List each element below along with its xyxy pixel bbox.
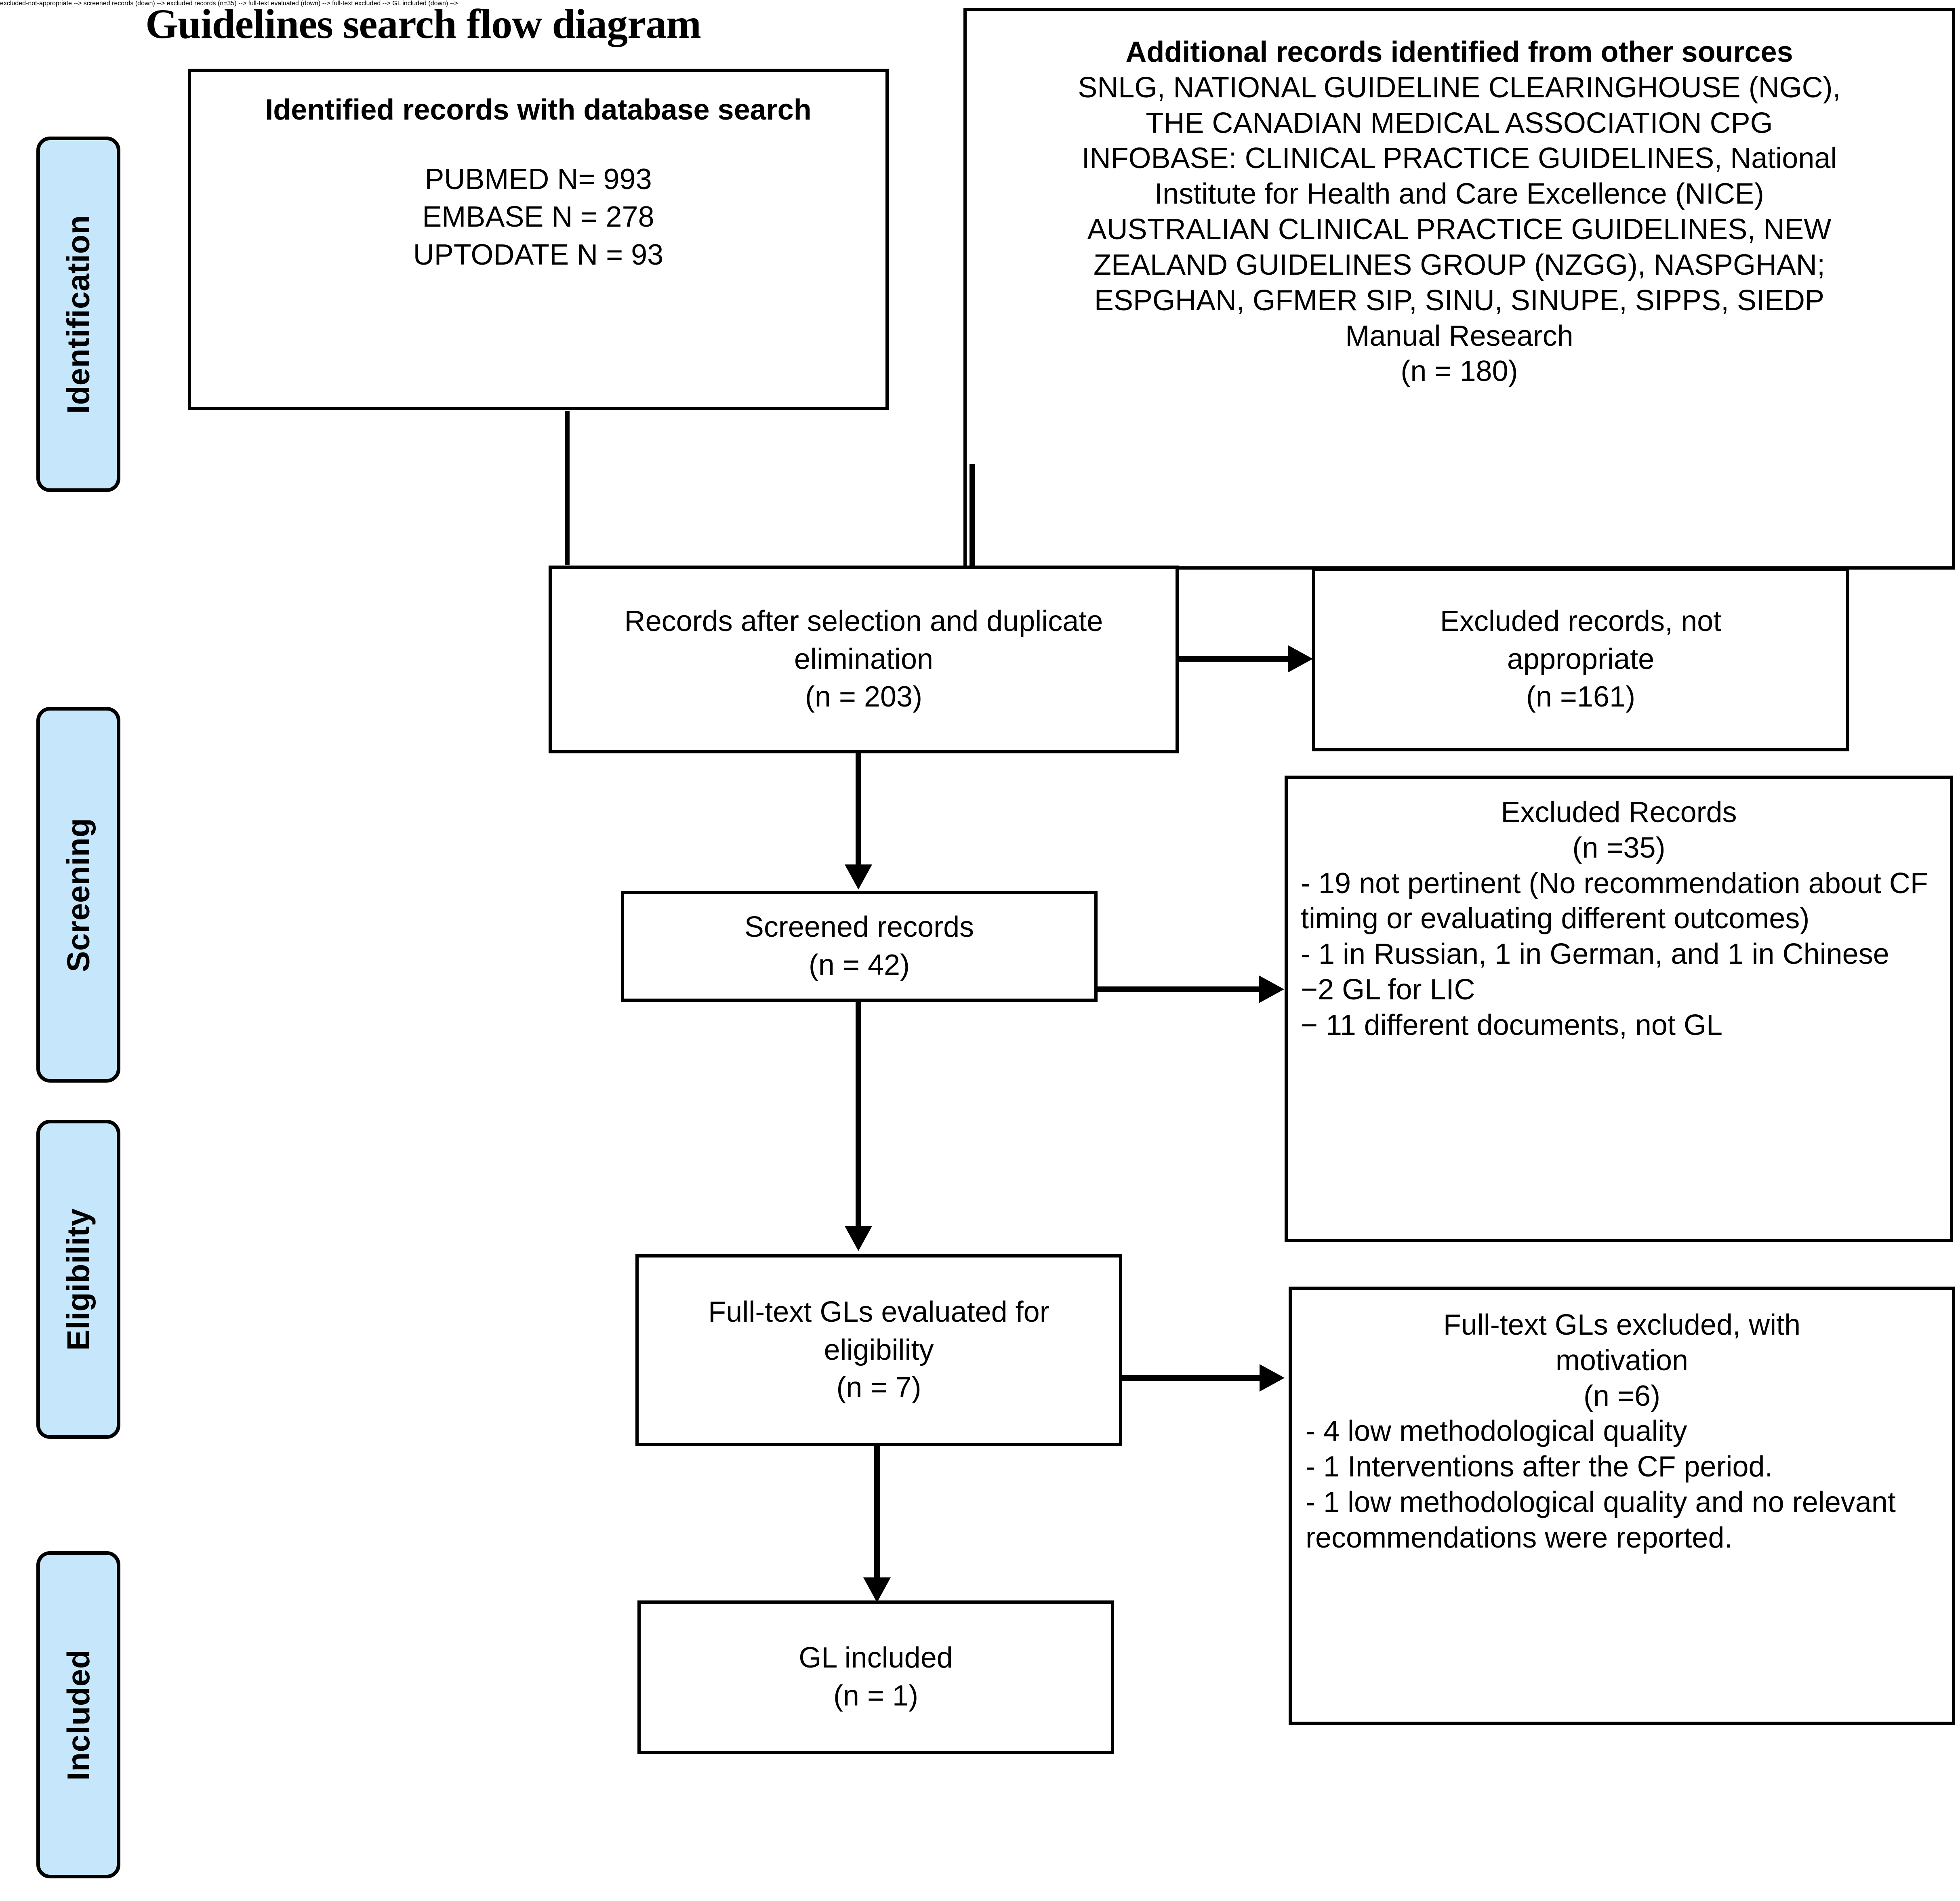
- fulltext-excluded-heading-2: motivation: [1555, 1344, 1689, 1377]
- box-additional-records: Additional records identified from other…: [963, 8, 1955, 570]
- fulltext-evaluated-line-3: (n = 7): [836, 1371, 921, 1404]
- fulltext-evaluated-line-1: Full-text GLs evaluated for: [708, 1296, 1049, 1329]
- box-identified-records: Identified records with database search …: [188, 69, 889, 410]
- screened-records-line-1: Screened records: [744, 911, 974, 943]
- additional-records-line-4: Institute for Health and Care Excellence…: [1155, 178, 1764, 210]
- records-after-selection-line-3: (n = 203): [805, 681, 923, 713]
- identified-records-heading: Identified records with database search: [265, 94, 812, 126]
- additional-records-heading: Additional records identified from other…: [1125, 36, 1793, 68]
- connector-screened-to-excluded35: [1098, 986, 1259, 992]
- gl-included-line-2: (n = 1): [833, 1680, 919, 1712]
- fulltext-excluded-heading-3: (n =6): [1583, 1379, 1661, 1412]
- box-fulltext-evaluated: Full-text GLs evaluated for eligibility …: [635, 1254, 1122, 1446]
- stage-label-included: Included: [60, 1649, 96, 1781]
- additional-records-line-1: SNLG, NATIONAL GUIDELINE CLEARINGHOUSE (…: [1078, 71, 1841, 104]
- excluded-records-35-bullet-4: − 11 different documents, not GL: [1301, 1009, 1722, 1041]
- arrowhead-screened-to-fulltext: [845, 1226, 872, 1251]
- arrowhead-fulltext-to-excluded6: [1260, 1364, 1285, 1392]
- fulltext-excluded-bullet-3: - 1 low methodological quality and no re…: [1306, 1486, 1896, 1554]
- excluded-records-35-bullet-1: - 19 not pertinent (No recommendation ab…: [1301, 867, 1928, 935]
- box-excluded-records-35: Excluded Records (n =35) - 19 not pertin…: [1285, 776, 1953, 1242]
- arrowhead-selection-to-screened: [845, 864, 872, 890]
- stage-tab-screening[interactable]: Screening: [36, 707, 120, 1083]
- arrowhead-selection-to-excluded161: [1288, 645, 1313, 673]
- box-records-after-selection: Records after selection and duplicate el…: [549, 566, 1179, 753]
- gl-included-line-1: GL included: [799, 1642, 953, 1674]
- additional-records-line-8: Manual Research: [1345, 320, 1573, 352]
- records-after-selection-line-2: elimination: [794, 643, 934, 675]
- excluded-records-35-heading-1: Excluded Records: [1501, 796, 1737, 829]
- box-screened-records: Screened records (n = 42): [621, 891, 1098, 1002]
- connector-screened-to-fulltext: [856, 1002, 861, 1228]
- stage-tab-included[interactable]: Included: [36, 1551, 120, 1878]
- excluded-records-35-bullet-3: −2 GL for LIC: [1301, 974, 1475, 1006]
- fulltext-excluded-bullet-2: - 1 Interventions after the CF period.: [1306, 1451, 1773, 1483]
- excluded-not-appropriate-line-3: (n =161): [1526, 681, 1636, 713]
- connector-additional-to-selection-stem: [969, 464, 975, 570]
- additional-records-line-3: INFOBASE: CLINICAL PRACTICE GUIDELINES, …: [1081, 142, 1837, 175]
- connector-fulltext-to-excluded6: [1122, 1375, 1260, 1381]
- identified-records-line-3: UPTODATE N = 93: [413, 238, 664, 271]
- fulltext-excluded-heading-1: Full-text GLs excluded, with: [1443, 1309, 1801, 1341]
- additional-records-line-9: (n = 180): [1401, 355, 1518, 388]
- stage-tab-identification[interactable]: Identification: [36, 137, 120, 492]
- connector-selection-to-excluded161: [1179, 656, 1288, 662]
- stage-label-identification: Identification: [60, 214, 96, 414]
- additional-records-line-2: THE CANADIAN MEDICAL ASSOCIATION CPG: [1146, 107, 1773, 139]
- excluded-records-35-heading-2: (n =35): [1572, 831, 1666, 864]
- connector-identified-to-selection: [565, 411, 570, 565]
- excluded-not-appropriate-line-1: Excluded records, not: [1440, 605, 1722, 638]
- connector-selection-to-screened: [856, 753, 861, 866]
- spacer: [202, 129, 875, 161]
- identified-records-line-1: PUBMED N= 993: [425, 163, 652, 196]
- arrowhead-fulltext-to-included: [863, 1577, 891, 1602]
- stage-label-eligibility: Eligibility: [60, 1208, 96, 1351]
- connector-fulltext-to-included: [874, 1446, 880, 1579]
- stage-tab-eligibility[interactable]: Eligibility: [36, 1120, 120, 1439]
- records-after-selection-line-1: Records after selection and duplicate: [624, 605, 1103, 638]
- screened-records-line-2: (n = 42): [808, 948, 910, 981]
- box-gl-included: GL included (n = 1): [637, 1600, 1114, 1754]
- fulltext-evaluated-line-2: eligibility: [824, 1333, 934, 1366]
- box-excluded-not-appropriate: Excluded records, not appropriate (n =16…: [1312, 568, 1849, 751]
- excluded-records-35-bullet-2: - 1 in Russian, 1 in German, and 1 in Ch…: [1301, 938, 1889, 971]
- box-fulltext-excluded: Full-text GLs excluded, with motivation …: [1289, 1287, 1955, 1725]
- fulltext-excluded-bullet-1: - 4 low methodological quality: [1306, 1415, 1687, 1448]
- identified-records-line-2: EMBASE N = 278: [422, 201, 654, 233]
- page-title: Guidelines search flow diagram: [145, 1, 701, 47]
- excluded-not-appropriate-line-2: appropriate: [1507, 643, 1655, 675]
- additional-records-line-5: AUSTRALIAN CLINICAL PRACTICE GUIDELINES,…: [1087, 213, 1832, 246]
- additional-records-line-6: ZEALAND GUIDELINES GROUP (NZGG), NASPGHA…: [1094, 248, 1825, 281]
- arrowhead-screened-to-excluded35: [1259, 976, 1284, 1003]
- stage-label-screening: Screening: [60, 818, 96, 972]
- additional-records-line-7: ESPGHAN, GFMER SIP, SINU, SINUPE, SIPPS,…: [1094, 284, 1825, 317]
